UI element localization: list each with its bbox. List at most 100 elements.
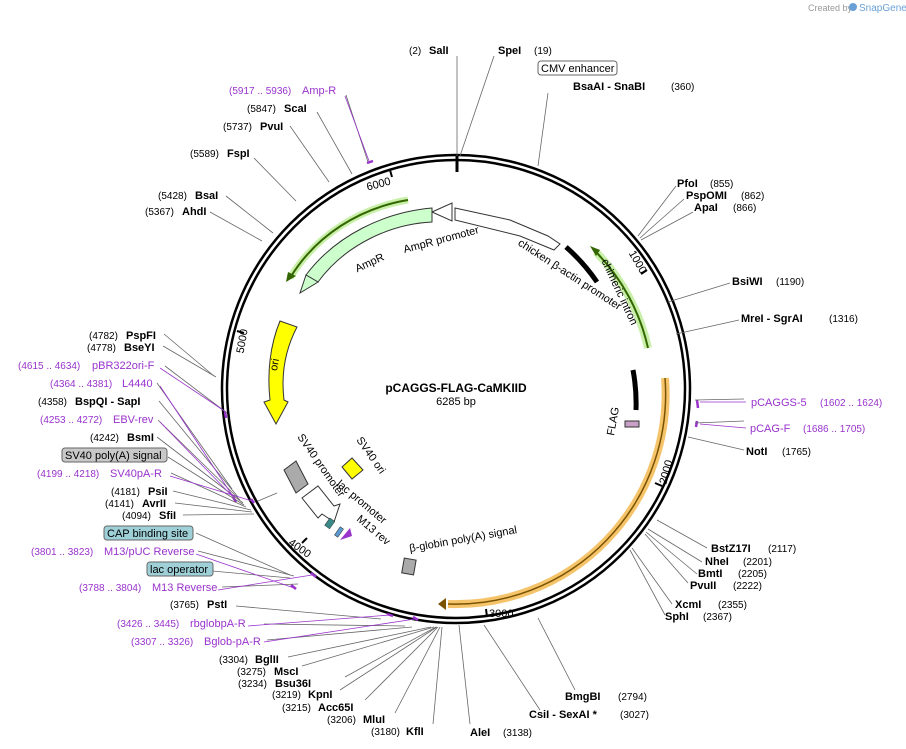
site-name[interactable]: Acc65I (318, 702, 353, 714)
primer-pos: (3307 .. 3326) (131, 637, 193, 648)
primer-name[interactable]: Amp-R (302, 85, 336, 97)
site-name[interactable]: FspI (227, 148, 250, 160)
primer-name[interactable]: pBR322ori-F (92, 360, 155, 372)
primer-name[interactable]: pCAGGS-5 (751, 397, 807, 409)
primer-name[interactable]: M13/pUC Reverse (104, 546, 194, 558)
primer-pos: (4364 .. 4381) (50, 379, 112, 390)
orf-arrowhead (438, 598, 446, 610)
primer-pos: (5917 .. 5936) (229, 86, 291, 97)
site-name[interactable]: SpeI (498, 45, 521, 57)
site-pos: (3275) (237, 667, 266, 678)
site-name[interactable]: CsiI - SexAI * (529, 709, 598, 721)
site-name[interactable]: SfiI (159, 510, 176, 522)
site-pos: (3234) (238, 679, 267, 690)
site-name[interactable]: BsaAI - SnaBI (573, 81, 645, 93)
site-pos: (5428) (158, 191, 187, 202)
site-pos: (866) (733, 203, 756, 214)
site-name[interactable]: BseYI (124, 342, 155, 354)
site-name[interactable]: ScaI (284, 103, 307, 115)
cmv-enhancer-box[interactable] (537, 60, 618, 76)
primer-pos: (4199 .. 4218) (37, 469, 99, 480)
site-name[interactable]: PstI (207, 599, 227, 611)
site-pos: (1765) (782, 447, 811, 458)
site-name[interactable]: BmgBI (565, 691, 600, 703)
primer-pos: (4615 .. 4634) (18, 361, 80, 372)
site-pos: (2) (409, 46, 421, 57)
primer-name[interactable]: rbglobpA-R (190, 618, 246, 630)
site-name[interactable]: BglII (255, 654, 279, 666)
lac-operator-shape[interactable] (334, 526, 344, 538)
ampr-promoter-shape[interactable] (454, 207, 561, 251)
primer-name[interactable]: L4440 (122, 378, 153, 390)
site-name[interactable]: MscI (274, 666, 298, 678)
snapgene-logo-icon (849, 3, 857, 11)
site-pos: (1190) (776, 277, 804, 288)
site-pos: (2205) (738, 569, 767, 580)
sv40-polya-shape[interactable] (283, 460, 309, 494)
beta-globin-shape[interactable] (401, 557, 417, 576)
site-name[interactable]: PspFI (126, 330, 156, 342)
m13-rev-shape[interactable] (340, 528, 352, 540)
site-name[interactable]: MreI - SgrAI (741, 313, 803, 325)
ori-shape[interactable] (263, 320, 298, 426)
site-name[interactable]: ApaI (694, 202, 718, 214)
primer-pos: (4253 .. 4272) (40, 415, 102, 426)
site-name[interactable]: NotI (746, 446, 767, 458)
site-name[interactable]: BstZ17I (711, 543, 751, 555)
primer-name[interactable]: SV40pA-R (110, 468, 162, 480)
chimeric-intron-arrowhead (590, 246, 600, 256)
site-name[interactable]: SalI (429, 45, 449, 57)
site-name[interactable]: PsiI (148, 486, 168, 498)
sv40-ori-shape[interactable] (341, 457, 364, 480)
site-pos: (5737) (223, 122, 252, 133)
site-name[interactable]: KflI (406, 726, 424, 738)
cap-site-box[interactable] (103, 525, 194, 541)
primers: (5917 .. 5936) Amp-R pCAGGS-5 (1602 .. 1… (18, 85, 882, 648)
primer-name[interactable]: Bglob-pA-R (204, 636, 261, 648)
site-name[interactable]: BmtI (698, 568, 722, 580)
site-name[interactable]: XcmI (675, 599, 701, 611)
site-name[interactable]: AhdI (182, 206, 206, 218)
site-name[interactable]: AvrII (142, 498, 166, 510)
site-pos: (4778) (87, 343, 116, 354)
ampr-arrowhead (299, 274, 319, 295)
site-name[interactable]: MluI (363, 714, 385, 726)
site-name[interactable]: Bsu36I (275, 678, 311, 690)
site-name[interactable]: PspOMI (686, 190, 727, 202)
lac-operator-box[interactable] (146, 561, 214, 577)
cap-site-shape[interactable] (324, 517, 336, 530)
site-name[interactable]: KpnI (308, 689, 332, 701)
site-name[interactable]: PfoI (677, 178, 698, 190)
beta-globin-label: β-globin poly(A) signal (408, 524, 517, 555)
site-name[interactable]: BspQI - SapI (75, 396, 140, 408)
site-name[interactable]: PvuI (260, 121, 283, 133)
orf-highlight (447, 377, 670, 609)
site-pos: (4242) (90, 433, 119, 444)
primer-pos: (1602 .. 1624) (820, 398, 882, 409)
site-name[interactable]: BsmI (127, 432, 154, 444)
site-name[interactable]: AleI (470, 727, 490, 739)
ampr-line (289, 199, 409, 279)
site-name[interactable]: NheI (705, 556, 729, 568)
primer-marks (223, 159, 700, 622)
site-name[interactable]: BsaI (195, 190, 218, 202)
site-pos: (2201) (743, 557, 772, 568)
sv40-promoter-shape[interactable] (301, 485, 341, 523)
restriction-sites: (2) SalI SpeI (19) BsaAI - SnaBI (360) P… (38, 45, 858, 739)
site-pos: (2367) (703, 612, 732, 623)
primer-pos: (3801 .. 3823) (31, 547, 93, 558)
credit-brand: SnapGene (859, 3, 906, 14)
ampr-line-arrowhead (286, 272, 296, 282)
site-name[interactable]: BsiWI (732, 276, 763, 288)
primer-name[interactable]: pCAG-F (750, 423, 791, 435)
site-pos: (2117) (768, 544, 796, 555)
site-name[interactable]: SphI (665, 611, 689, 623)
site-pos: (3027) (620, 710, 649, 721)
tick-label: 5000 (235, 328, 251, 354)
primer-name[interactable]: EBV-rev (113, 414, 154, 426)
site-name[interactable]: PvuII (690, 580, 716, 592)
sv40-polya-box[interactable] (61, 447, 168, 463)
flag-shape[interactable] (624, 420, 640, 428)
primer-name[interactable]: M13 Reverse (152, 582, 217, 594)
